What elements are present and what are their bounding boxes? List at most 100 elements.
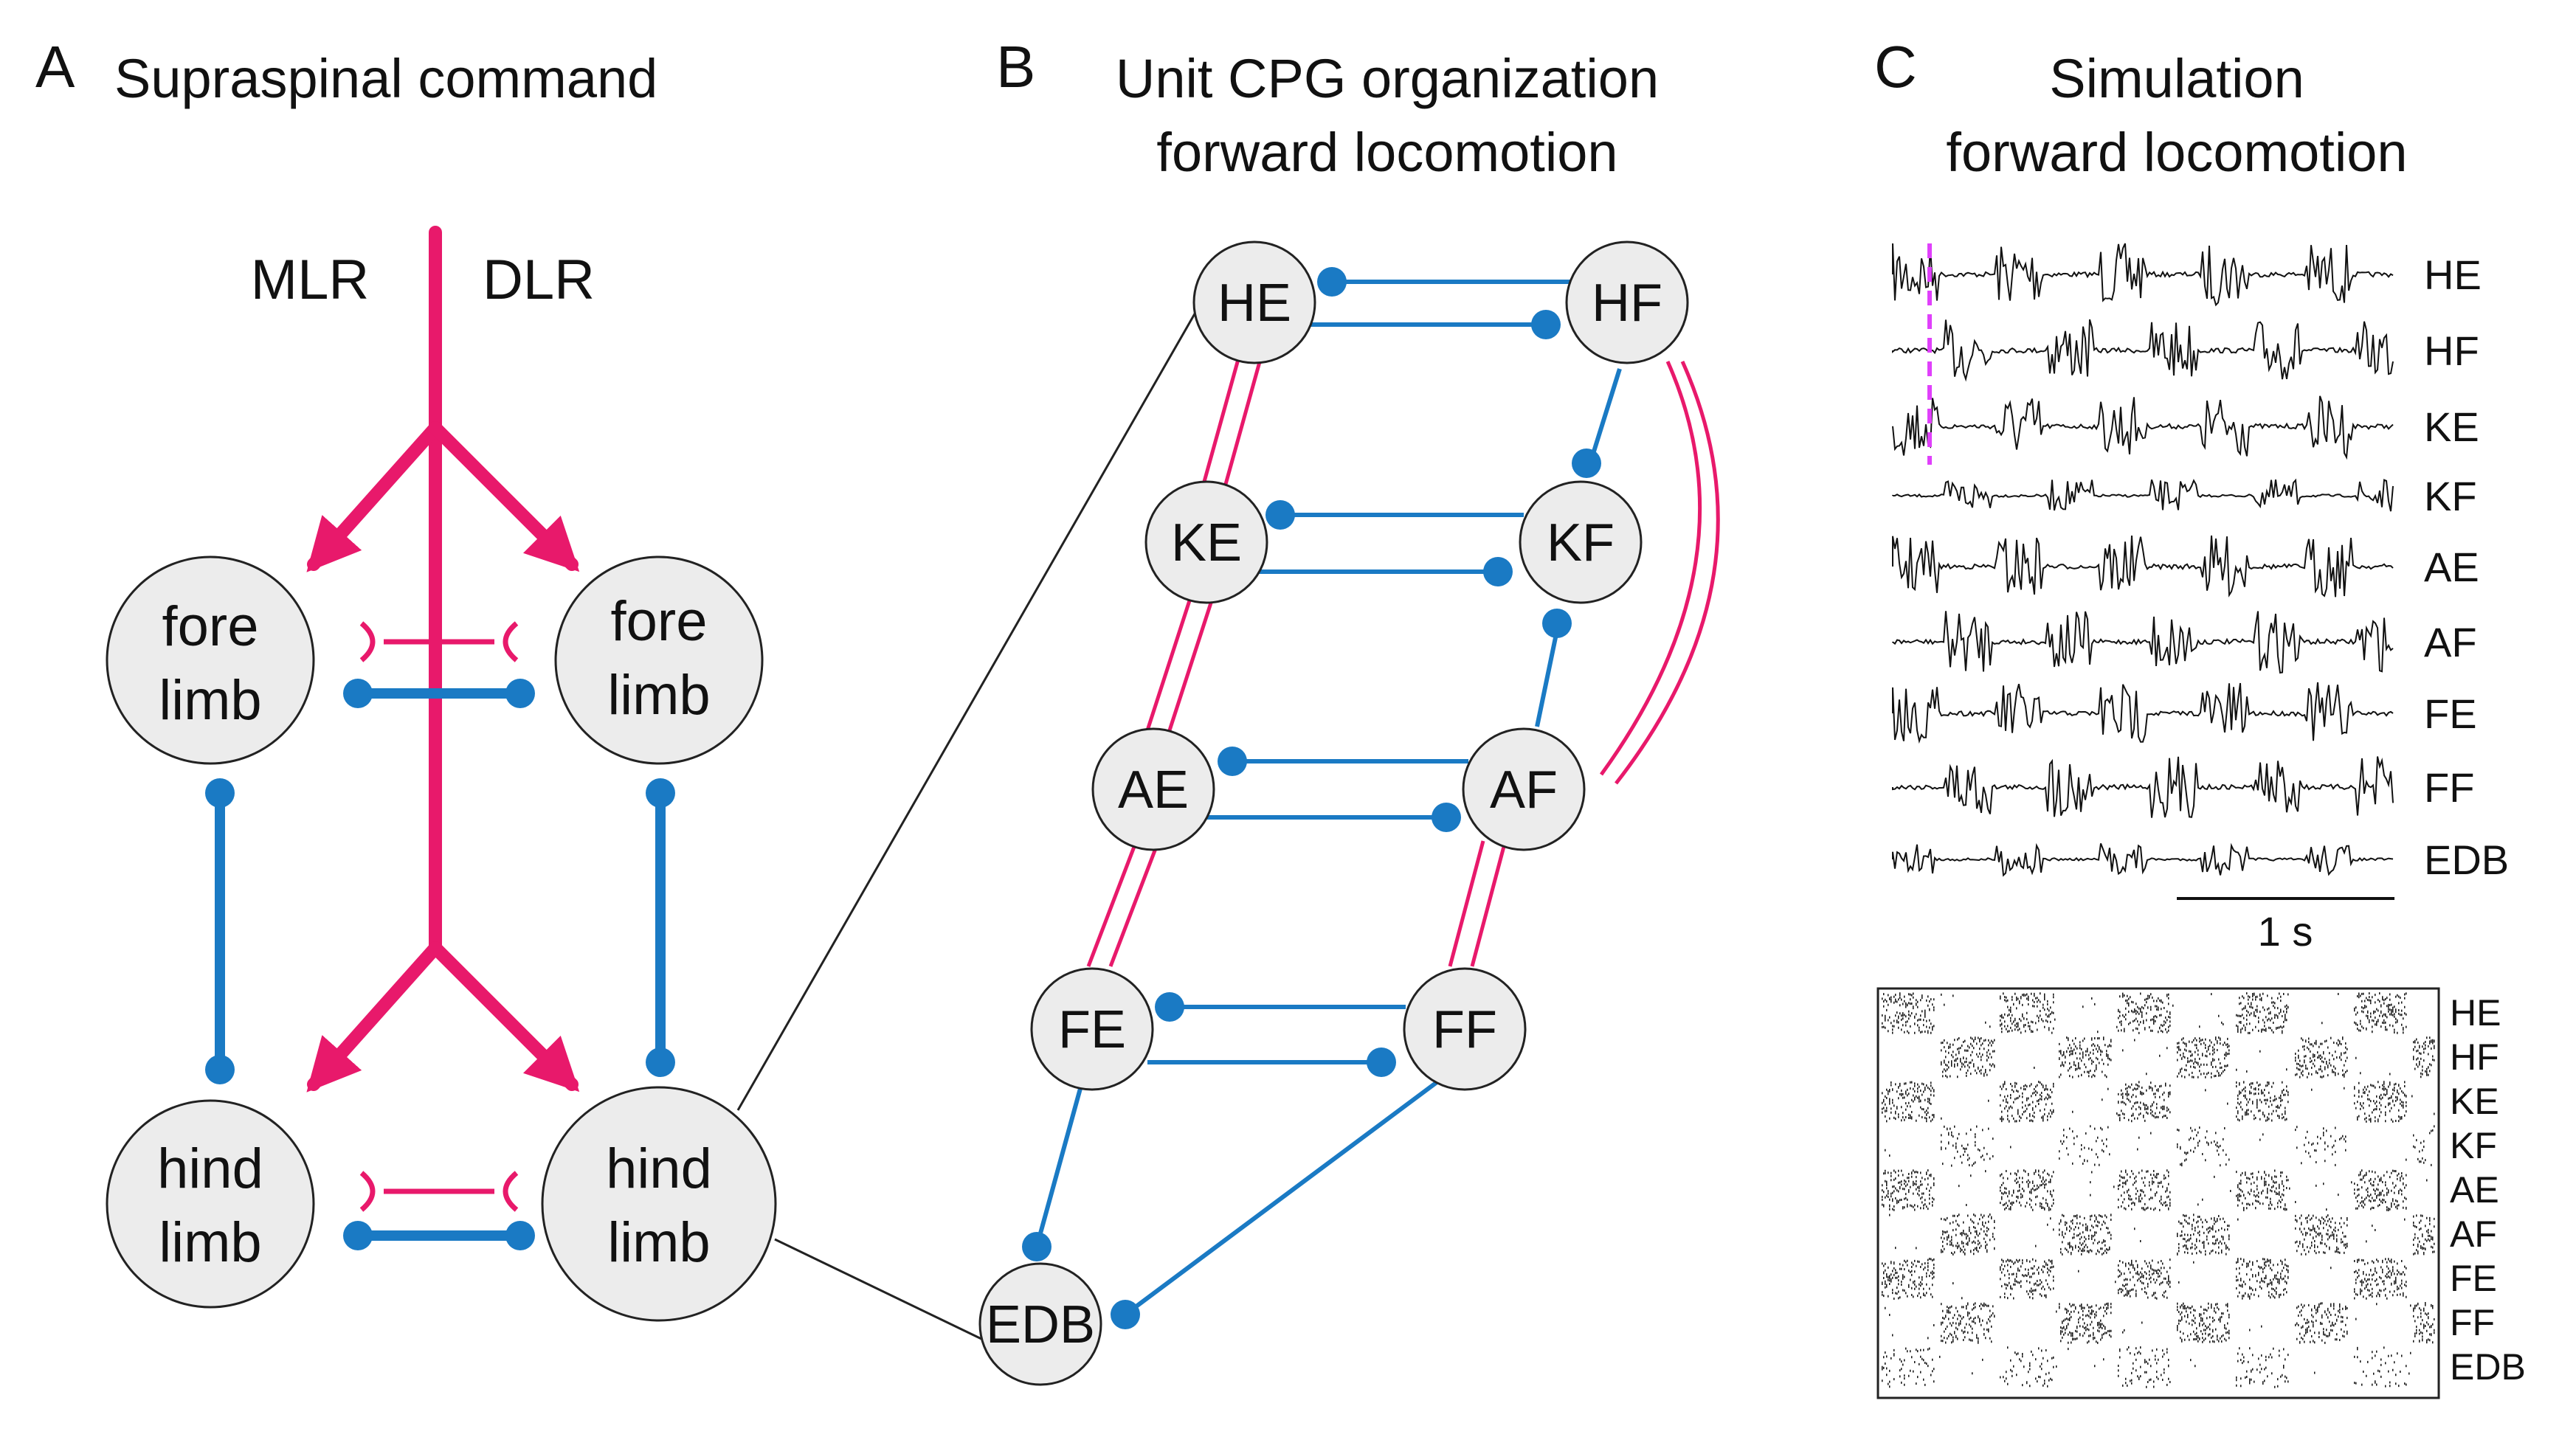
trace-signal — [1892, 611, 2394, 674]
fore-limb-right: fore limb — [554, 555, 764, 765]
raster-row-af: AF — [1889, 1213, 2497, 1256]
cpg-node-ae: AE — [1091, 727, 1215, 851]
raster-label: HE — [2450, 992, 2501, 1033]
inhibitory-links — [1035, 280, 1622, 1317]
cpg-node-ff: FF — [1403, 967, 1527, 1091]
raster-row-edb: EDB — [1882, 1346, 2526, 1388]
cpg-node-he: HE — [1192, 240, 1316, 364]
panel-c-letter: C — [1874, 34, 1917, 100]
flexor-excitatory-chain — [1086, 353, 1720, 967]
trace-label: FF — [2424, 764, 2474, 811]
panel-a-title: Supraspinal command — [114, 48, 657, 109]
cpg-node-label: FE — [1058, 1000, 1126, 1059]
raster-spikes — [1941, 1036, 2435, 1078]
panel-b-title-line1: Unit CPG organization — [1116, 48, 1659, 109]
trace-af: AF — [1892, 611, 2477, 674]
cpg-node-hf: HF — [1565, 240, 1689, 364]
cpg-node-label: KF — [1547, 513, 1615, 572]
panel-c-title-line2: forward locomotion — [1946, 122, 2407, 183]
trace-signal — [1892, 842, 2394, 877]
descending-pathway — [306, 226, 580, 1093]
hind-limb-right: hind limb — [541, 1086, 777, 1322]
raster-row-ae: AE — [1882, 1169, 2499, 1211]
trace-label: EDB — [2424, 837, 2509, 883]
cpg-node-label: KE — [1171, 513, 1242, 572]
raster-row-ke: KE — [1882, 1081, 2499, 1123]
panel-a: A Supraspinal command MLR DLR fore limb … — [35, 34, 1201, 1340]
trace-label: FE — [2424, 690, 2477, 737]
trace-kf: KF — [1892, 473, 2477, 519]
trace-signal — [1892, 756, 2394, 818]
trace-label: HE — [2424, 252, 2482, 298]
dlr-label: DLR — [483, 249, 595, 311]
fore-hind-connections — [205, 778, 675, 1084]
raster-label: HF — [2450, 1036, 2499, 1078]
trace-signal — [1892, 395, 2394, 460]
fore-limb-left: fore limb — [106, 555, 315, 765]
trace-signal — [1892, 478, 2394, 512]
trace-ae: AE — [1892, 535, 2479, 598]
cpg-nodes: HE HF KE KF AE AF FE FF EDB — [978, 240, 1689, 1386]
raster-row-fe: FE — [1882, 1258, 2497, 1300]
hind-limb-right-line1: hind — [606, 1138, 712, 1200]
raster-row-kf: KF — [1885, 1125, 2497, 1167]
zoom-line-top — [736, 305, 1201, 1111]
raster-spikes — [1882, 1346, 2411, 1388]
raster-spikes — [1882, 1258, 2407, 1300]
trace-ke: KE — [1892, 395, 2479, 460]
cpg-node-af: AF — [1462, 727, 1586, 851]
raster-label: FE — [2450, 1258, 2497, 1299]
raster-label: FF — [2450, 1302, 2495, 1343]
cpg-node-fe: FE — [1030, 967, 1154, 1091]
hind-limb-left-line1: hind — [157, 1138, 263, 1200]
fore-limb-right-line1: fore — [611, 590, 708, 653]
trace-label: KF — [2424, 473, 2477, 519]
hind-limb-right-line2: limb — [607, 1211, 710, 1274]
raster-row-ff: FF — [1885, 1302, 2495, 1344]
trace-signal — [1892, 319, 2394, 382]
scale-bar-label: 1 s — [2258, 908, 2313, 955]
raster-label: KE — [2450, 1081, 2499, 1122]
raster-label: KF — [2450, 1125, 2497, 1166]
trace-signal — [1892, 682, 2394, 744]
trace-label: AE — [2424, 544, 2479, 590]
panel-b-letter: B — [996, 34, 1035, 100]
cpg-node-label: AF — [1490, 761, 1558, 820]
panel-c-title-line1: Simulation — [2049, 48, 2304, 109]
panel-b-title-line2: forward locomotion — [1156, 122, 1617, 183]
cpg-node-ke: KE — [1144, 480, 1268, 604]
fore-limb-left-line2: limb — [159, 669, 261, 732]
raster-row-he: HE — [1882, 992, 2501, 1034]
cpg-node-edb: EDB — [978, 1262, 1102, 1386]
trace-edb: EDB — [1892, 837, 2509, 883]
trace-fe: FE — [1892, 682, 2477, 744]
cpg-node-kf: KF — [1519, 480, 1643, 604]
mlr-label: MLR — [251, 249, 369, 311]
raster-label: AF — [2450, 1213, 2497, 1255]
trace-label: KE — [2424, 404, 2479, 450]
panel-a-letter: A — [35, 34, 75, 100]
raster-row-hf: HF — [1941, 1036, 2499, 1078]
raster-label: AE — [2450, 1169, 2499, 1211]
raster-frame — [1876, 987, 2440, 1399]
cpg-node-label: EDB — [986, 1295, 1095, 1354]
hind-commissural-connections — [343, 1171, 535, 1250]
fore-limb-left-line1: fore — [162, 595, 259, 658]
trace-signal — [1892, 535, 2394, 598]
cpg-node-label: HF — [1592, 274, 1662, 333]
fore-commissural-connections — [343, 621, 535, 708]
inhibitory-terminals — [1022, 267, 1601, 1329]
trace-label: AF — [2424, 619, 2477, 665]
raster-label: EDB — [2450, 1346, 2526, 1388]
hind-limb-left-line2: limb — [159, 1211, 261, 1274]
panel-b: B Unit CPG organization forward locomoti… — [978, 34, 1720, 1386]
trace-ff: FF — [1892, 756, 2474, 818]
hind-limb-left: hind limb — [106, 1099, 315, 1309]
raster-spikes — [1882, 1081, 2435, 1123]
cpg-node-label: HE — [1218, 274, 1291, 333]
cpg-node-label: AE — [1118, 761, 1189, 820]
zoom-line-bottom — [774, 1238, 982, 1340]
